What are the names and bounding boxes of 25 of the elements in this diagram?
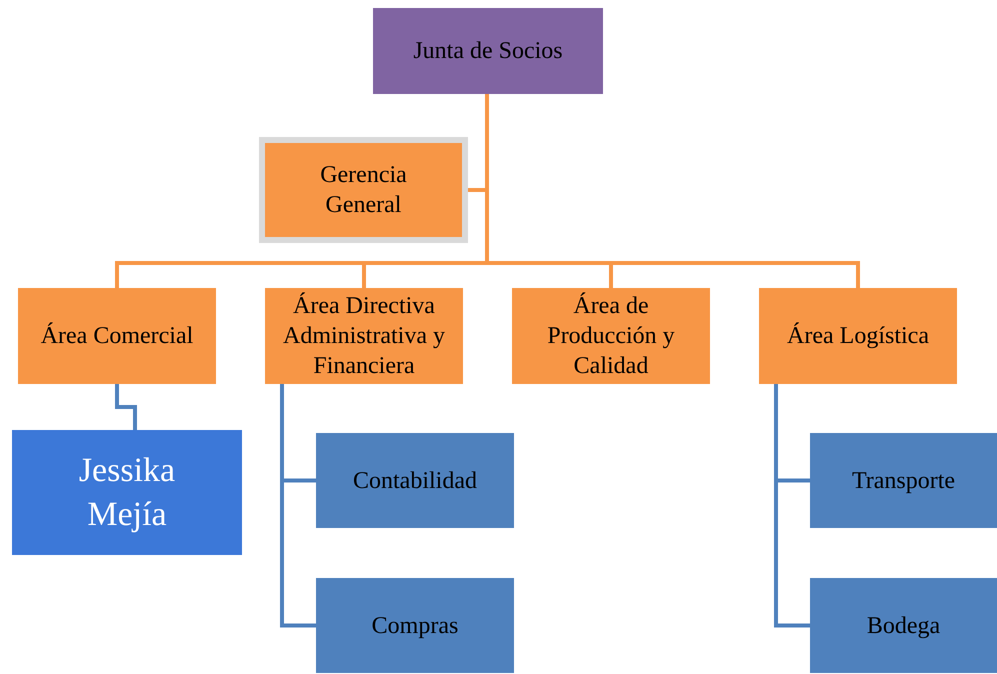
org-unit-box: [759, 288, 957, 384]
org-unit-box: [316, 578, 514, 673]
org-unit-box: [810, 578, 997, 673]
org-unit-box: [259, 137, 468, 243]
connector-line: [115, 384, 137, 430]
unit-name: Área Directiva Administrativa y Financiera: [282, 291, 446, 381]
unit-name: Junta de Socios: [412, 37, 564, 66]
unit-name: Contabilidad: [352, 466, 478, 496]
unit-name: Compras: [370, 612, 460, 640]
unit-name: Área Logística: [786, 321, 930, 351]
unit-name: Área de Producción y Calidad: [546, 291, 676, 381]
org-unit-box: [810, 433, 997, 528]
unit-name: Transporte: [850, 466, 956, 496]
unit-name: Área Comercial: [40, 321, 194, 351]
person-box: [12, 430, 242, 555]
org-unit-box: [265, 288, 463, 384]
org-unit-box: [512, 288, 710, 384]
org-unit-box: [373, 8, 603, 94]
unit-name: Bodega: [866, 612, 942, 640]
connector-line: [774, 384, 810, 628]
org-unit-box: [18, 288, 216, 384]
unit-name: Gerencia General: [319, 161, 408, 220]
unit-name: Jessika Mejía: [78, 450, 176, 534]
connector-line: [280, 384, 316, 628]
org-unit-box: [316, 433, 514, 528]
